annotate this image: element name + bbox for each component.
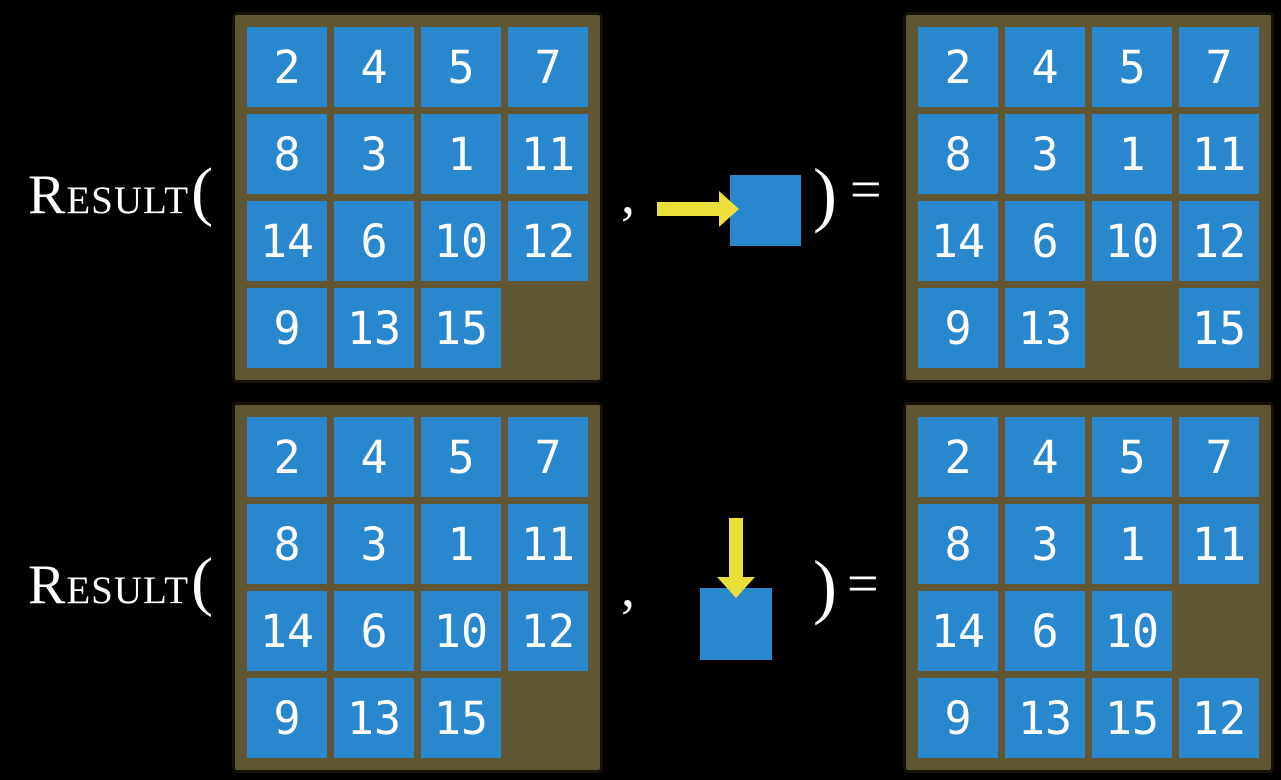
puzzle-tile: 9: [247, 288, 327, 368]
puzzle-tile: 9: [918, 288, 998, 368]
puzzle-tile: 1: [421, 504, 501, 584]
puzzle-tile: 6: [1005, 201, 1085, 281]
puzzle-tile: 7: [1179, 417, 1259, 497]
puzzle-tile: 12: [1179, 678, 1259, 758]
puzzle-tile: 11: [1179, 114, 1259, 194]
puzzle-tile: 9: [247, 678, 327, 758]
puzzle-tile: 9: [918, 678, 998, 758]
puzzle-tile: 13: [1005, 288, 1085, 368]
right-arrow-head-icon: [719, 191, 739, 227]
result-function-label: Result(: [28, 159, 213, 225]
down-arrow-shaft-icon: [729, 518, 743, 578]
puzzle-tile: 1: [421, 114, 501, 194]
equals-sign: =: [847, 553, 879, 615]
puzzle-tile: 5: [421, 27, 501, 107]
close-paren-icon: ): [813, 546, 837, 626]
close-paren-icon: ): [813, 154, 837, 234]
comma-separator: ,: [621, 164, 635, 226]
puzzle-tile: 2: [918, 417, 998, 497]
puzzle-tile: 14: [247, 591, 327, 671]
puzzle-tile: 14: [918, 591, 998, 671]
puzzle-tile: 6: [1005, 591, 1085, 671]
down-arrow-head-icon: [717, 577, 755, 598]
puzzle-tile: 10: [421, 201, 501, 281]
puzzle-tile: 4: [334, 417, 414, 497]
puzzle-tile: 6: [334, 201, 414, 281]
puzzle-tile: 4: [334, 27, 414, 107]
puzzle-tile: 2: [247, 27, 327, 107]
puzzle-tile: 11: [1179, 504, 1259, 584]
puzzle-tile: 15: [1092, 678, 1172, 758]
puzzle-tile: 8: [247, 114, 327, 194]
result-function-label: Result(: [28, 549, 213, 615]
puzzle-tile: 12: [508, 201, 588, 281]
puzzle-tile: 5: [1092, 417, 1172, 497]
puzzle-tile: 1: [1092, 114, 1172, 194]
puzzle-tile: 15: [421, 288, 501, 368]
comma-separator: ,: [621, 557, 635, 619]
puzzle-tile: 8: [247, 504, 327, 584]
puzzle-tile: 14: [247, 201, 327, 281]
puzzle-tile: 6: [334, 591, 414, 671]
puzzle-tile: 11: [508, 114, 588, 194]
puzzle-tile: 3: [334, 504, 414, 584]
puzzle-tile: 7: [508, 417, 588, 497]
open-paren-icon: (: [191, 545, 214, 618]
puzzle-tile: 5: [421, 417, 501, 497]
puzzle-tile: 4: [1005, 27, 1085, 107]
puzzle-tile: 13: [334, 288, 414, 368]
empty-cell: [508, 288, 588, 368]
puzzle-tile: 2: [918, 27, 998, 107]
puzzle-tile: 5: [1092, 27, 1172, 107]
empty-cell: [1092, 288, 1172, 368]
action-tile: [730, 175, 801, 246]
right-arrow-shaft-icon: [657, 202, 719, 216]
puzzle-tile: 3: [1005, 114, 1085, 194]
puzzle-tile: 1: [1092, 504, 1172, 584]
puzzle-tile: 3: [1005, 504, 1085, 584]
puzzle-tile: 11: [508, 504, 588, 584]
puzzle-tile: 13: [1005, 678, 1085, 758]
puzzle-tile: 8: [918, 114, 998, 194]
puzzle-tile: 3: [334, 114, 414, 194]
puzzle-tile: 14: [918, 201, 998, 281]
result-function-name: Result: [28, 554, 190, 616]
empty-cell: [508, 678, 588, 758]
puzzle-tile: 7: [1179, 27, 1259, 107]
puzzle-tile: 12: [508, 591, 588, 671]
puzzle-tile: 10: [1092, 201, 1172, 281]
puzzle-tile: 8: [918, 504, 998, 584]
puzzle-tile: 7: [508, 27, 588, 107]
puzzle-tile: 10: [421, 591, 501, 671]
puzzle-tile: 13: [334, 678, 414, 758]
equals-sign: =: [850, 159, 882, 221]
puzzle-tile: 15: [421, 678, 501, 758]
puzzle-tile: 15: [1179, 288, 1259, 368]
puzzle-tile: 12: [1179, 201, 1259, 281]
action-tile: [700, 588, 772, 660]
puzzle-tile: 10: [1092, 591, 1172, 671]
puzzle-tile: 2: [247, 417, 327, 497]
puzzle-tile: 4: [1005, 417, 1085, 497]
result-function-name: Result: [28, 164, 190, 226]
open-paren-icon: (: [191, 155, 214, 228]
empty-cell: [1179, 591, 1259, 671]
